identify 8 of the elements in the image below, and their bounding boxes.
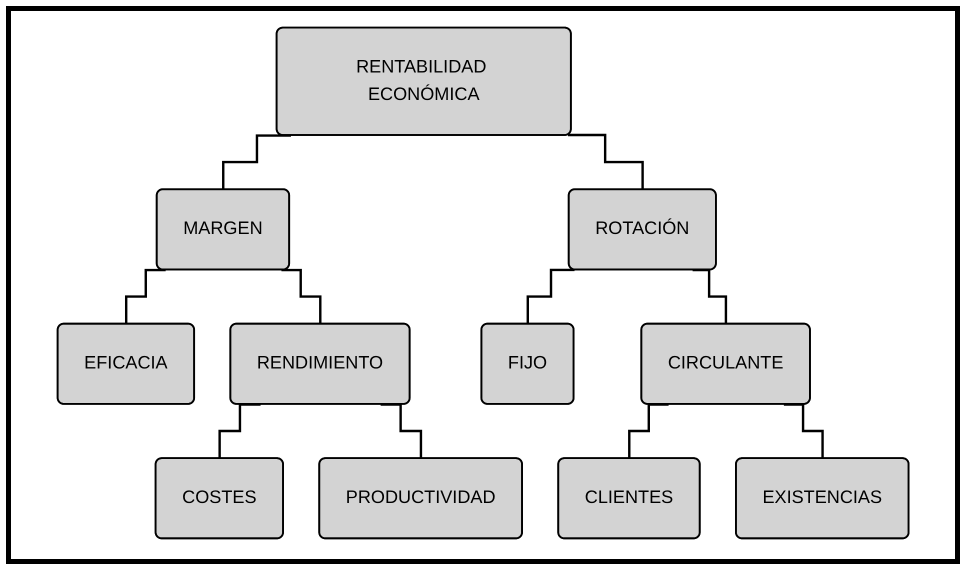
- connector: [526, 268, 574, 325]
- connector: [380, 402, 422, 460]
- connector: [124, 268, 166, 325]
- connector: [281, 268, 322, 325]
- connector: [218, 402, 260, 460]
- connector: [628, 402, 668, 460]
- connector: [692, 268, 728, 325]
- connector: [784, 402, 824, 460]
